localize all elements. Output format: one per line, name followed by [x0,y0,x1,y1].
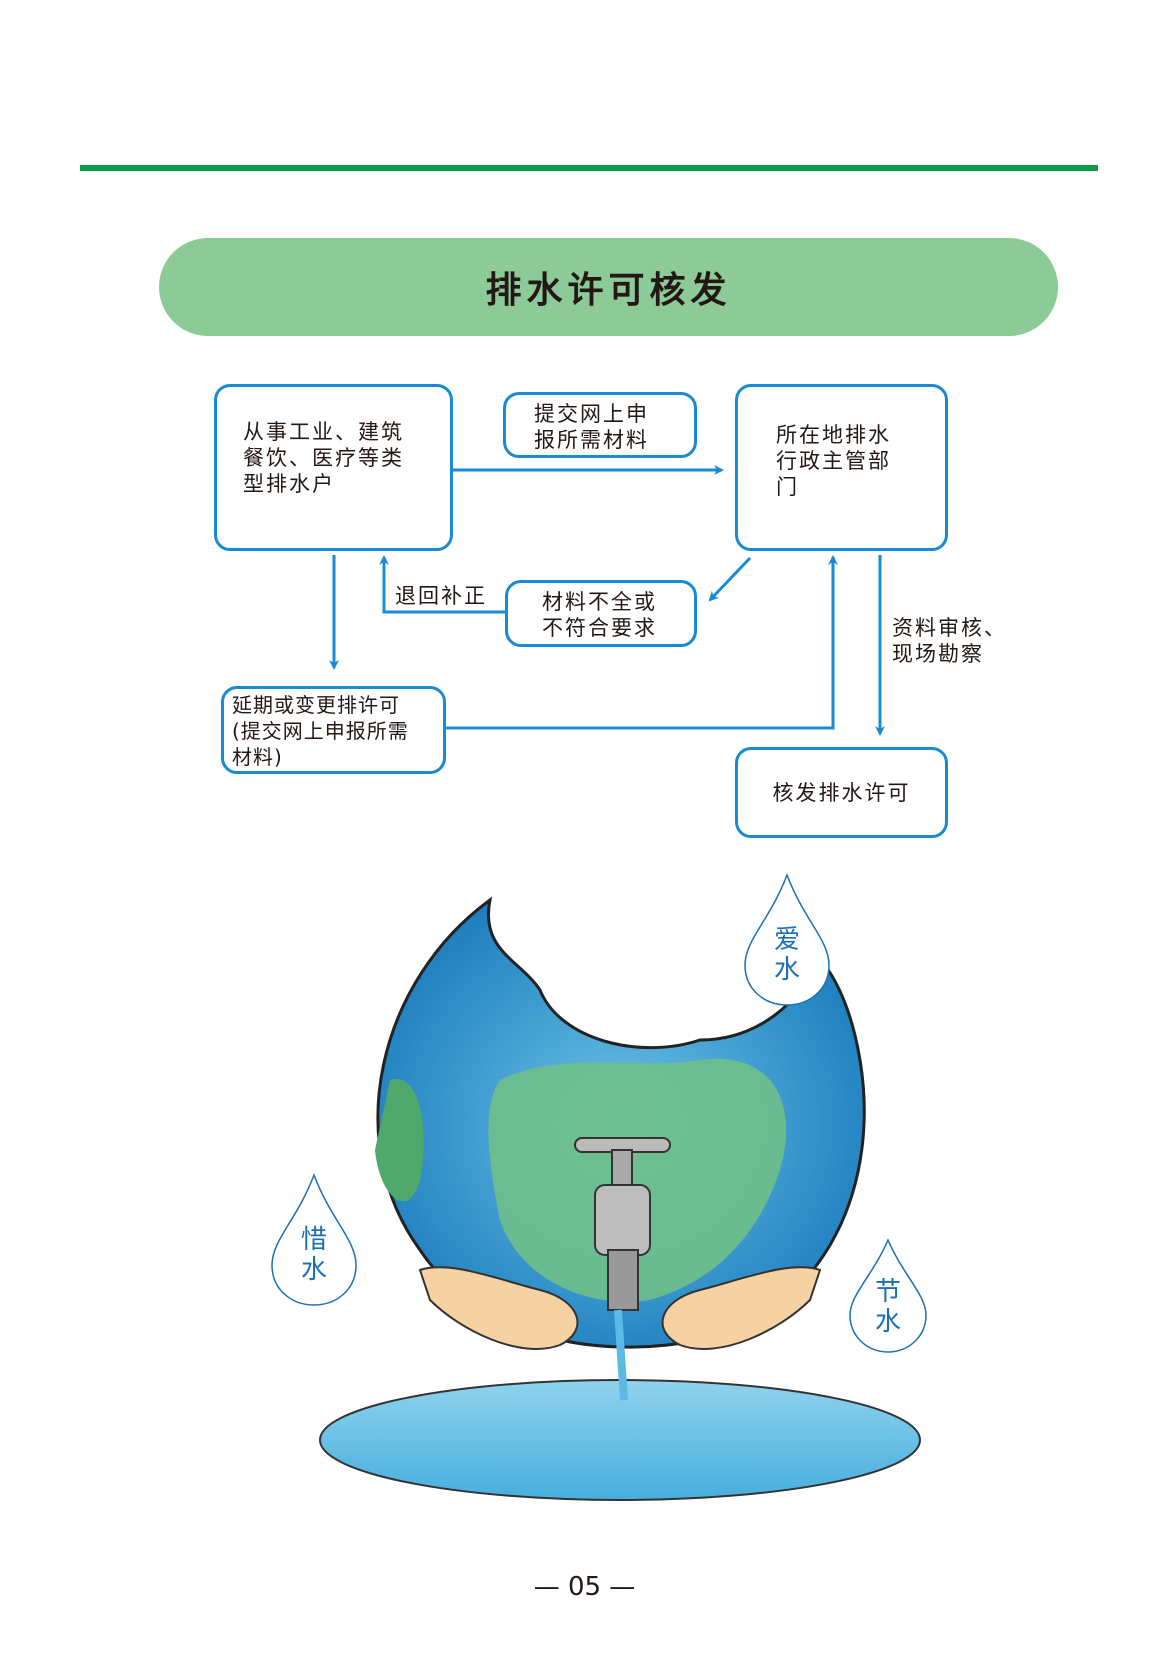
drop-text: 水 [774,955,800,985]
authority-line: 所在地排水 [776,423,891,447]
arrow-return [379,555,505,614]
return-label: 退回补正 [395,584,487,608]
left-hand [418,1266,579,1350]
extend-line: 材料) [232,745,283,769]
header-divider [80,165,1098,171]
arrow-extend-to-authority [446,555,838,730]
issue-label: 核发排水许可 [772,780,911,805]
page-number: — 05 — [533,1572,636,1602]
applicant-line: 餐饮、医疗等类 [243,446,404,470]
extend-change-box: 延期或变更排许可 (提交网上申报所需 材料) [221,686,446,774]
drop-save-water: 节 水 [849,1238,927,1353]
extend-line: 延期或变更排许可 [232,693,400,717]
review-label: 资料审核、 现场勘察 [892,615,1007,667]
page-title: 排水许可核发 [485,270,732,311]
drop-cherish-water: 惜 水 [271,1172,357,1306]
continent-left [375,1078,424,1202]
incomplete-box: 材料不全或 不符合要求 [505,580,697,647]
submit-line: 提交网上申 [534,402,649,426]
submit-line: 报所需材料 [534,428,649,452]
authority-line: 行政主管部 [776,449,891,473]
drop-love-water: 爱 水 [744,872,830,1006]
issue-permit-box: 核发排水许可 [735,747,948,838]
right-hand [661,1266,822,1350]
review-line: 资料审核、 [892,616,1007,640]
applicant-line: 从事工业、建筑 [243,420,404,444]
faucet-icon [574,1137,671,1401]
review-line: 现场勘察 [892,642,984,666]
incomplete-line: 不符合要求 [542,616,657,640]
incomplete-line: 材料不全或 [542,590,657,614]
arrow-to-incomplete [708,556,752,602]
drop-text: 水 [301,1255,327,1285]
applicant-box: 从事工业、建筑 餐饮、医疗等类 型排水户 [214,384,453,551]
drop-text: 爱 [774,925,800,955]
applicant-line: 型排水户 [243,472,335,496]
section-title-banner: 排水许可核发 [159,238,1058,336]
drop-text: 水 [875,1307,901,1337]
authority-box: 所在地排水 行政主管部 门 [735,384,948,551]
submit-materials-box: 提交网上申 报所需材料 [503,392,697,458]
extend-line: (提交网上申报所需 [232,719,409,743]
authority-line: 门 [776,475,799,499]
drop-text: 惜 [301,1225,327,1255]
continent [488,1058,787,1302]
drop-text: 节 [875,1277,901,1307]
